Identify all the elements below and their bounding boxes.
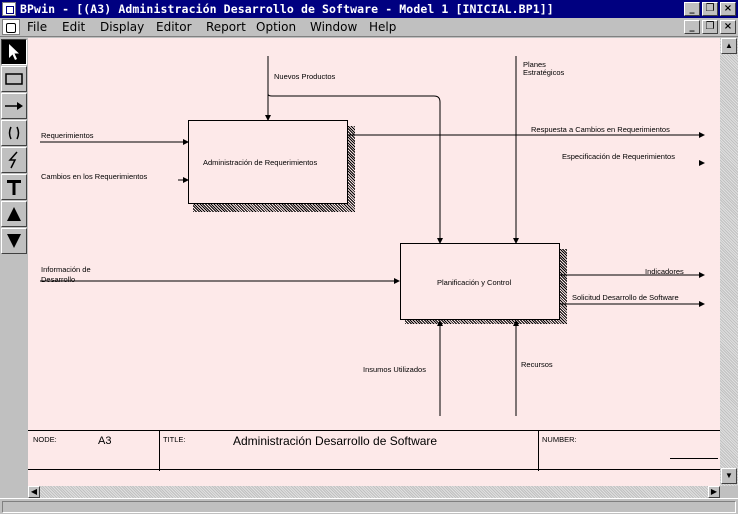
label-especificacion: Especificación de Requerimientos (562, 152, 675, 161)
doc-minimize-button[interactable]: _ (684, 20, 700, 34)
number-label: NUMBER: (542, 435, 577, 444)
triangle-up-icon (7, 207, 21, 221)
triangle-down-icon (7, 234, 21, 248)
label-recursos: Recursos (521, 360, 553, 369)
scroll-up-button[interactable]: ▲ (721, 38, 737, 54)
node-value: A3 (98, 435, 112, 447)
document-icon[interactable] (2, 19, 20, 35)
triangle-up-tool[interactable] (1, 201, 27, 227)
label-requerimientos: Requerimientos (41, 131, 94, 140)
triangle-down-tool[interactable] (1, 228, 27, 254)
toolbox (0, 38, 28, 256)
diagram-footer: NODE: A3 TITLE: Administración Desarroll… (28, 430, 720, 471)
menu-bar: File Edit Display Editor Report Option W… (0, 18, 738, 37)
diagram-title: Administración Desarrollo de Software (233, 434, 438, 448)
diagram-canvas[interactable]: Administración de Requerimientos Planifi… (28, 38, 720, 486)
arrow-tool[interactable] (1, 93, 27, 119)
menu-window[interactable]: Window (310, 20, 358, 34)
arrow-icon (5, 102, 23, 110)
lightning-tool[interactable] (1, 147, 27, 173)
menu-edit[interactable]: Edit (62, 20, 86, 34)
label-indicadores: Indicadores (645, 267, 684, 276)
menu-option[interactable]: Option (256, 20, 297, 34)
doc-close-button[interactable]: × (720, 20, 736, 34)
arrow-nuevos-productos-branch[interactable] (267, 93, 443, 244)
menu-file[interactable]: File (27, 20, 48, 34)
box-tool[interactable] (1, 66, 27, 92)
text-tool[interactable] (1, 174, 27, 200)
menu-editor[interactable]: Editor (156, 20, 192, 34)
title-label: TITLE: (163, 435, 186, 444)
minimize-button[interactable]: _ (684, 2, 700, 16)
menu-display[interactable]: Display (100, 20, 145, 34)
text-icon (7, 180, 21, 195)
squiggle-tool[interactable] (1, 120, 27, 146)
box-label-planificacion: Planificación y Control (437, 278, 512, 287)
status-bar (0, 498, 738, 514)
label-estrategicos: Estratégicos (523, 68, 565, 77)
label-desarrollo: Desarrollo (41, 275, 76, 284)
activity-box-requerimientos[interactable]: Administración de Requerimientos (188, 120, 348, 204)
label-respuesta: Respuesta a Cambios en Requerimientos (531, 125, 670, 134)
scroll-down-button[interactable]: ▼ (721, 468, 737, 484)
scroll-left-button[interactable]: ◀ (28, 486, 40, 498)
label-nuevos-productos: Nuevos Productos (274, 72, 336, 81)
app-icon[interactable] (2, 2, 16, 16)
close-button[interactable]: × (720, 2, 736, 16)
horizontal-scrollbar[interactable]: ◀ ▶ (28, 486, 720, 498)
doc-restore-button[interactable]: ❐ (702, 20, 718, 34)
box-icon (5, 73, 23, 85)
window-title: BPwin - [(A3) Administración Desarrollo … (20, 2, 554, 16)
activity-box-planificacion[interactable]: Planificación y Control (400, 243, 560, 320)
menu-help[interactable]: Help (369, 20, 397, 34)
squiggle-icon (8, 126, 20, 140)
label-insumos: Insumos Utilizados (363, 365, 426, 374)
scroll-right-button[interactable]: ▶ (708, 486, 720, 498)
label-solicitud: Solicitud Desarrollo de Software (572, 293, 679, 302)
label-informacion: Información de (41, 265, 91, 274)
label-cambios: Cambios en los Requerimientos (41, 172, 148, 181)
lightning-icon (8, 151, 18, 169)
title-bar: BPwin - [(A3) Administración Desarrollo … (0, 0, 738, 18)
node-label: NODE: (33, 435, 57, 444)
arrow-lines (40, 56, 705, 416)
vertical-scrollbar[interactable]: ▲ ▼ (720, 38, 738, 486)
pointer-tool[interactable] (1, 39, 27, 65)
box-label-requerimientos: Administración de Requerimientos (203, 158, 318, 167)
pointer-icon (9, 44, 19, 60)
maximize-button[interactable]: ❐ (702, 2, 718, 16)
menu-report[interactable]: Report (206, 20, 246, 34)
label-planes: Planes (523, 60, 546, 69)
